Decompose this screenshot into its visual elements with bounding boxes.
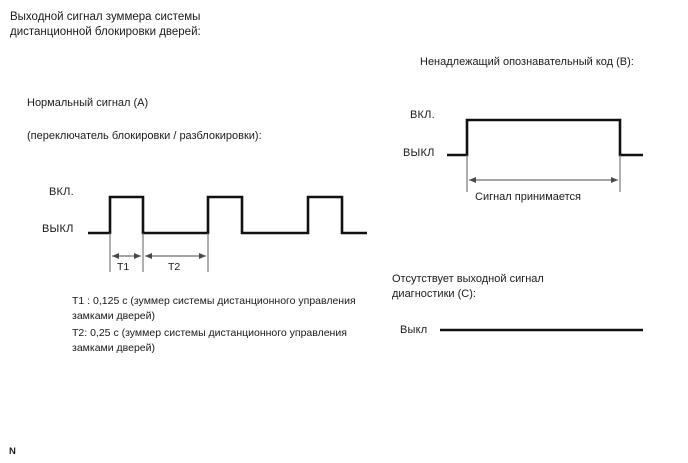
signal-b-dim-arrow-right — [611, 177, 618, 183]
signal-b-dim-label: Сигнал принимается — [475, 191, 582, 203]
signal-b-trace — [447, 118, 643, 157]
page-title-line1: Выходной сигнал зуммера системы — [10, 11, 201, 23]
signal-a-label-off: ВЫКЛ — [42, 223, 74, 235]
corner-marker: N — [9, 446, 16, 457]
signal-b-heading: Ненадлежащий опознавательный код (B): — [420, 56, 634, 68]
signal-a-dim-t1-arrow-left — [112, 253, 119, 259]
signal-a-legend-t1-line2: замками дверей) — [72, 310, 156, 322]
signal-a-dim-t1-arrow-right — [134, 253, 141, 259]
signal-a-heading: Нормальный сигнал (A) — [27, 97, 149, 109]
signal-a-trace — [88, 195, 367, 235]
signal-a-legend-t1-line1: T1 : 0,125 с (зуммер системы дистанционн… — [72, 295, 356, 307]
signal-a-dim-t2-label: T2 — [168, 261, 181, 273]
signal-a-dim-t2-arrow-left — [145, 253, 152, 259]
signal-b-dim-arrow-left — [469, 177, 476, 183]
page-title-line2: дистанционной блокировки дверей: — [10, 26, 201, 38]
signal-c-label-off: Выкл — [400, 324, 428, 336]
signal-a-dim-t1-label: T1 — [117, 261, 130, 273]
signal-b-label-on: ВКЛ. — [410, 109, 435, 121]
signal-a-dim-t2-arrow-right — [199, 253, 206, 259]
signal-a-label-on: ВКЛ. — [49, 186, 74, 198]
signal-c-heading-line1: Отсутствует выходной сигнал — [392, 273, 544, 285]
signal-a-legend-t2-line1: T2: 0,25 с (зуммер системы дистанционног… — [72, 327, 347, 339]
signal-b-label-off: ВЫКЛ — [403, 147, 435, 159]
signal-a-legend-t2-line2: замками дверей) — [72, 342, 156, 354]
signal-a-subheading: (переключатель блокировки / разблокировк… — [27, 130, 262, 142]
signal-c-heading-line2: диагностики (C): — [392, 288, 476, 300]
